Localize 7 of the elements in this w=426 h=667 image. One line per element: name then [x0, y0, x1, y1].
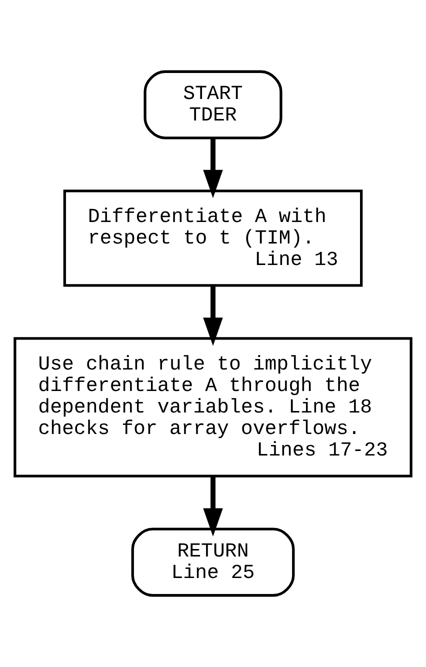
arrow [203, 286, 223, 346]
arrow [203, 476, 223, 537]
arrow [203, 138, 223, 198]
node-box: Differentiate A with respect to t (TIM). Line 13 [63, 190, 363, 287]
node-box: Use chain rule to implicitly differentiate A through the dependent variables. Line 18 checks for array overflows. Lines 17-23 [14, 337, 412, 478]
node-box: START TDER [144, 70, 282, 140]
node-box: RETURN Line 25 [131, 528, 295, 597]
